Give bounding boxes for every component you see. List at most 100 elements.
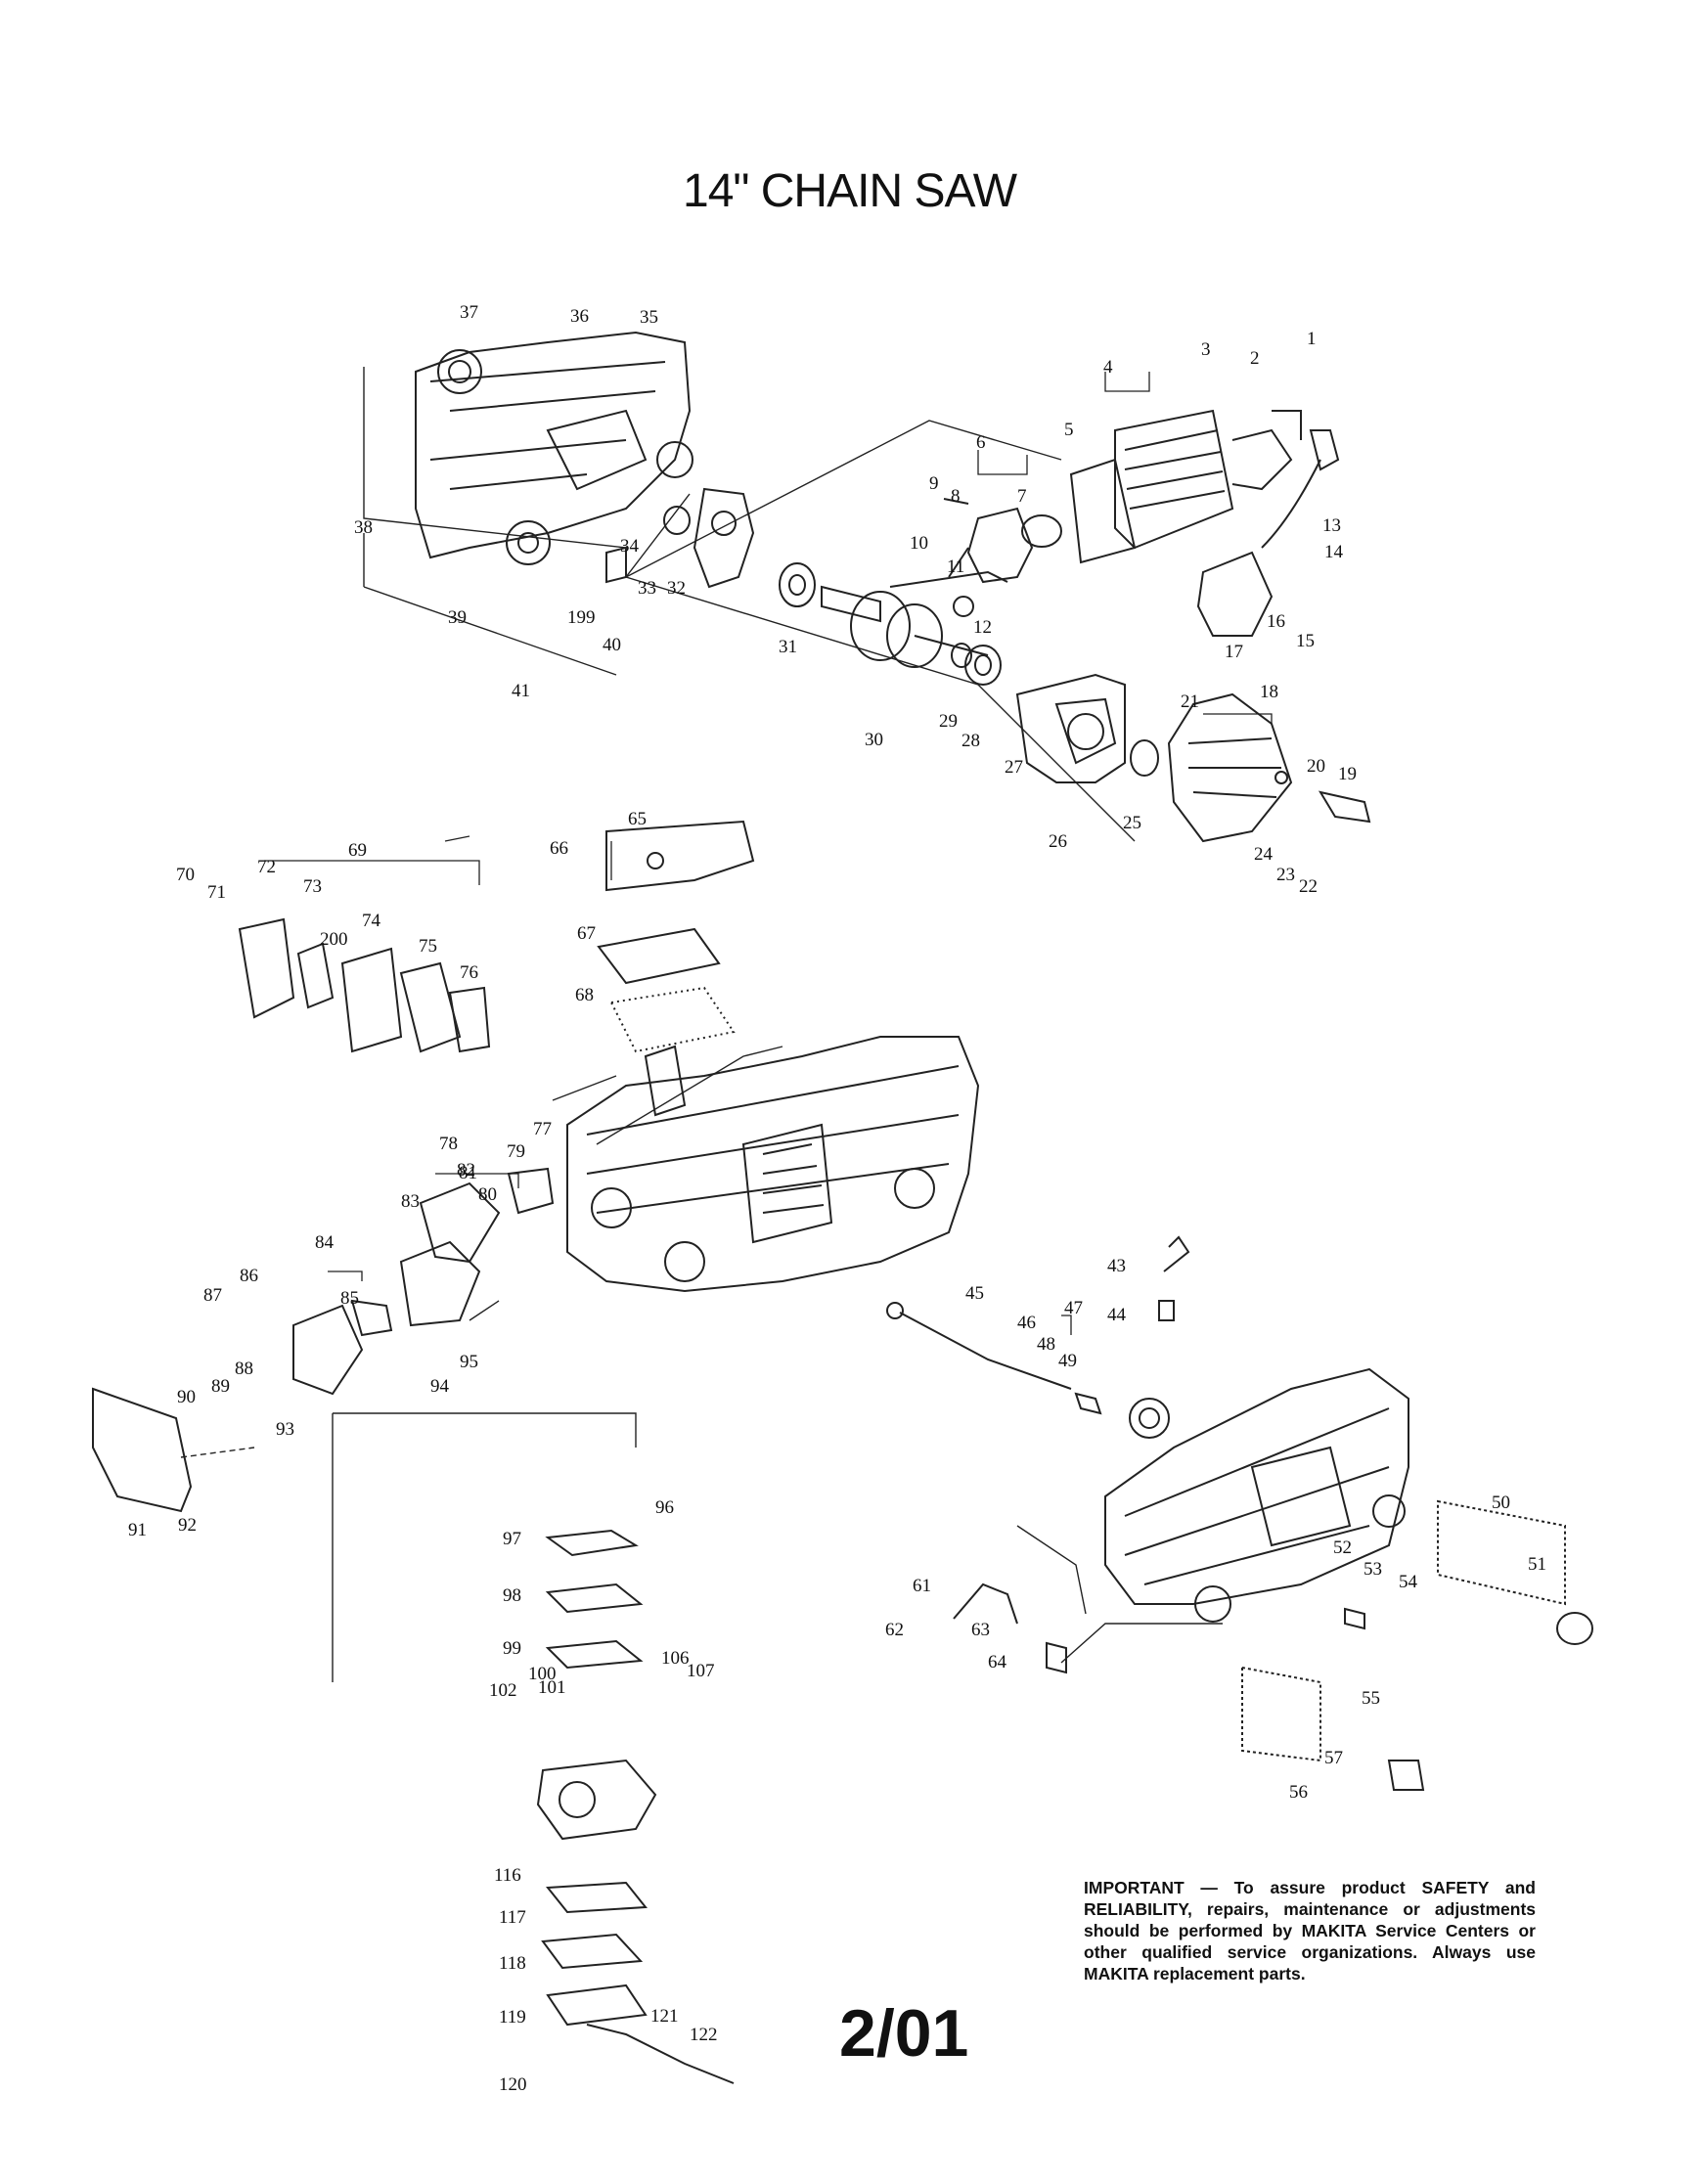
- part-label: 19: [1338, 764, 1357, 784]
- part-label: 80: [478, 1184, 497, 1205]
- part-label: 12: [973, 617, 992, 638]
- part-label: 16: [1267, 611, 1285, 632]
- part-label: 116: [494, 1865, 521, 1886]
- crankcase-center: [663, 487, 816, 607]
- part-label: 93: [276, 1419, 294, 1440]
- part-label: 117: [499, 1907, 526, 1928]
- part-label: 4: [1103, 357, 1113, 378]
- part-label: 67: [577, 923, 596, 944]
- crankcase-right-half: [951, 643, 1159, 783]
- part-label: 68: [575, 985, 594, 1005]
- crankcase-assembly-middle: [566, 1036, 980, 1293]
- part-label: 82: [457, 1160, 475, 1181]
- part-label: 7: [1017, 486, 1027, 507]
- part-label: 52: [1333, 1538, 1352, 1558]
- part-label: 38: [354, 517, 373, 538]
- part-label: 199: [567, 607, 596, 628]
- throttle-rod: [886, 1235, 1190, 1415]
- part-label: 72: [257, 857, 276, 877]
- part-label: 39: [448, 607, 467, 628]
- part-label: 75: [419, 936, 437, 957]
- part-label: 5: [1064, 420, 1074, 440]
- crankcase-assembly-right: [1104, 1367, 1409, 1623]
- part-label: 85: [340, 1288, 359, 1309]
- air-cleaner-cover: [597, 820, 755, 1053]
- part-label: 64: [988, 1652, 1007, 1672]
- part-label: 18: [1260, 682, 1278, 702]
- part-label: 118: [499, 1953, 526, 1974]
- part-label: 69: [348, 840, 367, 861]
- part-label: 1: [1307, 329, 1317, 349]
- part-label: 25: [1123, 813, 1141, 833]
- choke-lever: [953, 1582, 1067, 1674]
- part-label: 8: [951, 486, 961, 507]
- part-label: 37: [460, 302, 478, 323]
- part-label: 21: [1181, 691, 1199, 712]
- part-label: 26: [1049, 831, 1067, 852]
- part-label: 51: [1528, 1554, 1546, 1575]
- part-label: 63: [971, 1620, 990, 1640]
- part-label: 54: [1399, 1572, 1418, 1592]
- carburetor-exploded: [536, 1529, 735, 2084]
- part-label: 56: [1289, 1782, 1308, 1803]
- part-label: 200: [320, 929, 348, 950]
- part-label: 47: [1064, 1298, 1083, 1318]
- part-label: 10: [910, 533, 928, 554]
- part-label: 33: [638, 578, 656, 599]
- part-label: 35: [640, 307, 658, 328]
- part-label: 53: [1364, 1559, 1382, 1580]
- part-labels: 1 2 3 4 5 6 7 8 9 10 11 12 13 14 15 16 1…: [128, 302, 1546, 2095]
- part-label: 40: [603, 635, 621, 655]
- part-label: 3: [1201, 339, 1211, 360]
- part-label: 14: [1324, 542, 1344, 562]
- part-label: 87: [203, 1285, 222, 1306]
- part-label: 41: [512, 681, 530, 701]
- part-label: 106: [661, 1648, 690, 1669]
- air-filter-parts: [238, 917, 491, 1053]
- part-label: 48: [1037, 1334, 1055, 1355]
- part-label: 89: [211, 1376, 230, 1397]
- part-label: 107: [687, 1661, 715, 1681]
- part-label: 34: [620, 536, 640, 557]
- part-label: 76: [460, 962, 478, 983]
- part-label: 84: [315, 1232, 335, 1253]
- part-label: 100: [528, 1664, 557, 1684]
- part-label: 62: [885, 1620, 904, 1640]
- part-label: 15: [1296, 631, 1315, 651]
- piston: [943, 498, 1062, 584]
- part-label: 20: [1307, 756, 1325, 777]
- part-label: 83: [401, 1191, 420, 1212]
- part-label: 79: [507, 1141, 525, 1162]
- part-label: 99: [503, 1638, 521, 1659]
- cylinder: [1069, 409, 1340, 564]
- part-label: 24: [1254, 844, 1274, 865]
- part-label: 55: [1362, 1688, 1380, 1709]
- filter-screens: [1241, 1499, 1566, 1762]
- part-label: 98: [503, 1585, 521, 1606]
- part-label: 45: [965, 1283, 984, 1304]
- carburetor-mount: [292, 1167, 555, 1396]
- part-label: 78: [439, 1134, 458, 1154]
- ignition-coil: [1196, 459, 1321, 637]
- part-label: 121: [650, 2006, 679, 2027]
- part-label: 120: [499, 2074, 527, 2095]
- part-label: 32: [667, 578, 686, 599]
- part-label: 6: [976, 432, 986, 453]
- part-label: 119: [499, 2007, 526, 2028]
- part-label: 70: [176, 865, 195, 885]
- part-label: 49: [1058, 1351, 1077, 1371]
- revision-date: 2/01: [839, 1996, 969, 2071]
- diagram-title: 14" CHAIN SAW: [683, 165, 1017, 217]
- part-label: 22: [1299, 876, 1318, 897]
- part-label: 97: [503, 1529, 521, 1549]
- part-label: 61: [913, 1576, 931, 1596]
- side-cover: [92, 1387, 193, 1513]
- part-label: 36: [570, 306, 589, 327]
- part-label: 50: [1492, 1493, 1510, 1513]
- part-label: 77: [533, 1119, 552, 1139]
- part-label: 102: [489, 1680, 517, 1701]
- part-label: 81: [459, 1163, 477, 1183]
- part-label: 101: [538, 1677, 566, 1698]
- part-label: 73: [303, 876, 322, 897]
